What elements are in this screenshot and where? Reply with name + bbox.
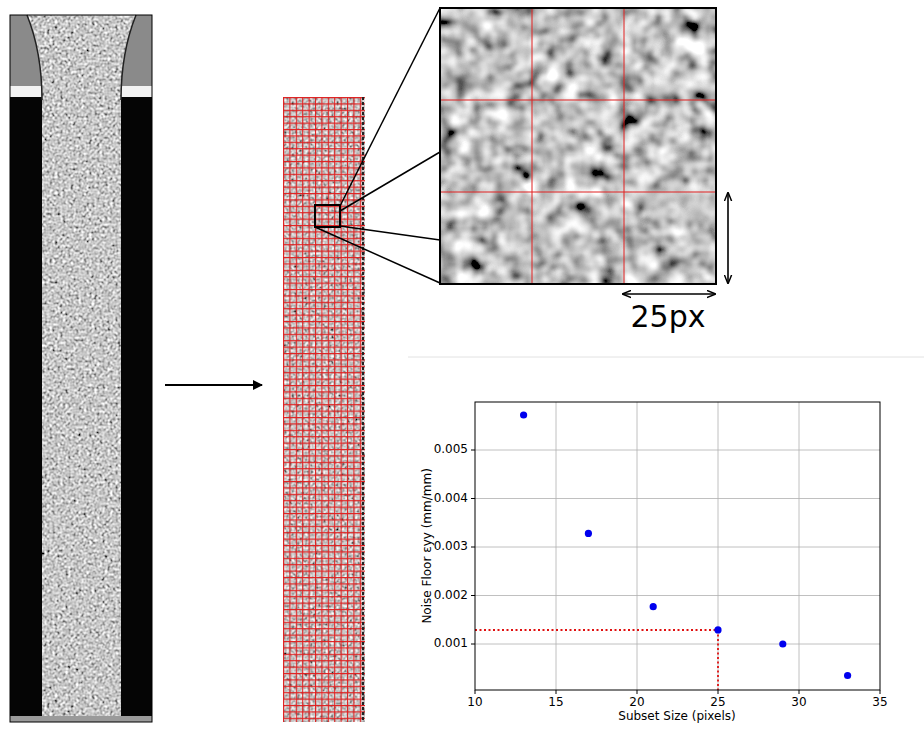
tick-label: 0.002 [434,589,468,603]
tick-label: 0.004 [434,492,468,506]
process-arrow [165,384,262,386]
axis-title: Subset Size (pixels) [618,710,735,724]
fillet-edge [27,15,136,100]
tick-label: 25 [710,696,725,710]
data-point [520,411,527,418]
dimension-arrow [727,193,729,283]
scatter-chart [471,402,880,694]
data-point [779,640,786,647]
mesh-edge [362,97,364,722]
tick-label: 0.001 [434,637,468,651]
speckle-gauge [42,15,121,722]
grid-line [718,402,719,690]
zoom-speckle [440,8,716,284]
data-point [714,626,721,633]
grid-line [475,450,880,451]
image-border [10,15,152,722]
dimension-arrow [623,293,715,295]
tick-label: 30 [791,696,806,710]
grid-line [475,644,880,645]
subset-grid [440,8,716,284]
grid-line [556,402,557,690]
bottom-edge [10,716,152,722]
background [10,15,152,722]
data-point [585,530,592,537]
dimension-label: 25px [631,300,706,335]
grid-line [637,402,638,690]
plot-frame [475,402,880,690]
subset-mesh [283,97,365,722]
reference-line [475,630,718,690]
grid-line [475,547,880,548]
tick-label: 0.005 [434,443,468,457]
inset-border [440,8,716,284]
leader-line [340,226,440,240]
leader-line [340,8,440,206]
zoom-leaders [315,8,440,283]
tick [475,690,476,694]
grid-line [475,498,880,499]
data-points [520,411,851,679]
tick [799,690,800,694]
mesh-grid [283,97,365,722]
zoom-box [315,205,340,227]
tick-label: 35 [872,696,887,710]
tick [718,690,719,694]
leader-line [340,152,440,211]
tick [880,690,881,694]
tick-marks [471,450,880,694]
tick [556,690,557,694]
tick [471,644,475,645]
separator-line [408,357,924,358]
tick [471,498,475,499]
tick [637,690,638,694]
data-point [650,603,657,610]
specimen-image [10,15,152,722]
tick-label: 15 [548,696,563,710]
tick [471,547,475,548]
axis-title: Noise Floor εyy (mm/mm) [421,468,435,623]
grid-line [799,402,800,690]
tick-label: 10 [467,696,482,710]
leader-line [315,227,440,283]
tick [471,595,475,596]
tick [471,450,475,451]
grid-line [475,595,880,596]
data-point [844,672,851,679]
tick-label: 20 [629,696,644,710]
tick-label: 0.003 [434,540,468,554]
grid-lines [475,402,880,690]
speckle-grip [27,15,136,100]
mesh-speckle [283,97,365,722]
zoom-inset [440,8,716,284]
